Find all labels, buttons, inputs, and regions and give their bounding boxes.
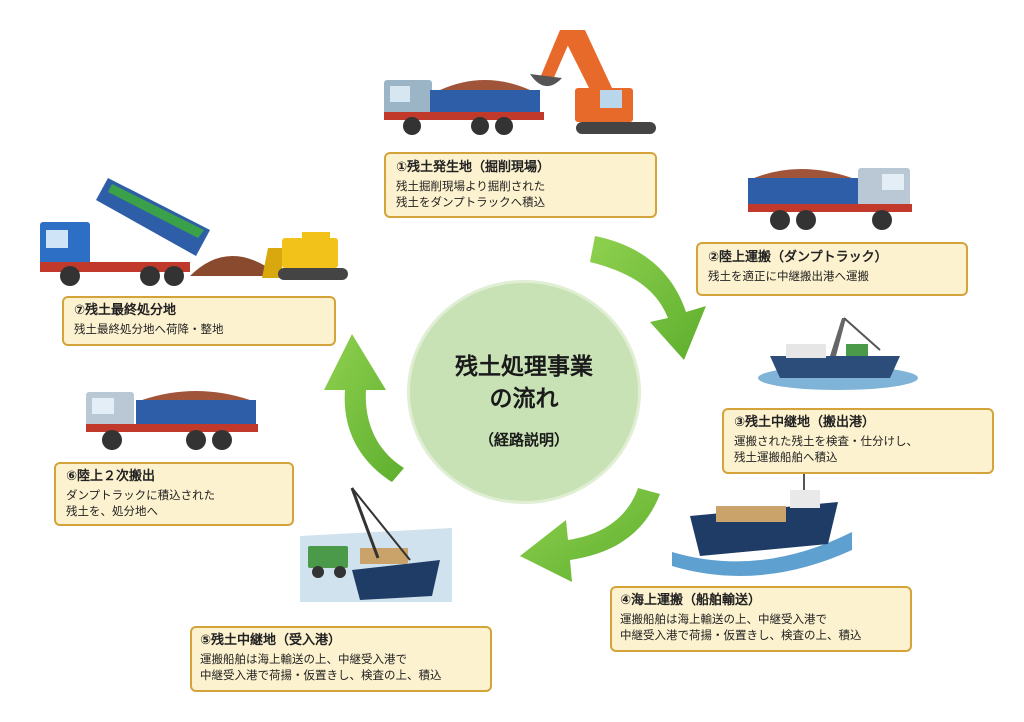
step-1-box: ①残土発生地（掘削現場） 残土掘削現場より掘削された 残土をダンプトラックへ積込: [384, 152, 657, 218]
step-6-title: ⑥陸上２次搬出: [66, 469, 156, 484]
step-2-body: 残土を適正に中継搬出港へ運搬: [708, 269, 869, 283]
center-title: 残土処理事業 の流れ: [455, 354, 593, 412]
step-5-title: ⑤残土中継地（受入港）: [200, 633, 342, 648]
step-5-body: 運搬船舶は海上輸送の上、中継受入港で 中継受入港で荷揚・仮置きし、検査の上、積込: [200, 652, 442, 682]
step-1-title: ①残土発生地（掘削現場）: [396, 160, 551, 175]
step-6-body: ダンプトラックに積込された 残土を、処分地へ: [66, 488, 216, 518]
step-2-title: ②陸上運搬（ダンプトラック）: [708, 250, 888, 265]
step-3-body: 運搬された残土を検査・仕分けし、 残土運搬船舶へ積込: [734, 434, 918, 464]
step-3-title: ③残土中継地（搬出港）: [734, 415, 876, 430]
step-4-body: 運搬船舶は海上輸送の上、中継受入港で 中継受入港で荷揚・仮置きし、検査の上、積込: [620, 612, 862, 642]
step-3-box: ③残土中継地（搬出港） 運搬された残土を検査・仕分けし、 残土運搬船舶へ積込: [722, 408, 994, 474]
step-7-title: ⑦残土最終処分地: [74, 303, 177, 318]
dump-truck-illustration-2: [86, 391, 258, 450]
dump-truck-illustration: [748, 168, 912, 230]
step-5-box: ⑤残土中継地（受入港） 運搬船舶は海上輸送の上、中継受入港で 中継受入港で荷揚・…: [190, 626, 492, 692]
step-7-box: ⑦残土最終処分地 残土最終処分地へ荷降・整地: [62, 296, 336, 346]
cargo-ship-illustration: [672, 474, 852, 576]
step-1-body: 残土掘削現場より掘削された 残土をダンプトラックへ積込: [396, 179, 546, 209]
step-4-title: ④海上運搬（船舶輸送）: [620, 593, 762, 608]
center-subtitle: （経路説明）: [478, 431, 569, 449]
dump-and-bulldozer-illustration: [40, 178, 348, 286]
arrow-1-to-3: [590, 236, 706, 360]
arrow-5-to-7: [324, 334, 404, 482]
step-2-box: ②陸上運搬（ダンプトラック） 残土を適正に中継搬出港へ運搬: [696, 242, 968, 296]
port-unloading-illustration: [300, 487, 452, 602]
center-circle: 残土処理事業 の流れ （経路説明）: [407, 280, 641, 504]
step-6-box: ⑥陸上２次搬出 ダンプトラックに積込された 残土を、処分地へ: [54, 462, 294, 526]
crane-ship-illustration: [758, 317, 918, 390]
step-4-box: ④海上運搬（船舶輸送） 運搬船舶は海上輸送の上、中継受入港で 中継受入港で荷揚・…: [610, 586, 912, 652]
excavator-loading-truck-illustration: [384, 30, 656, 135]
step-7-body: 残土最終処分地へ荷降・整地: [74, 322, 224, 336]
arrow-3-to-5: [520, 488, 660, 582]
